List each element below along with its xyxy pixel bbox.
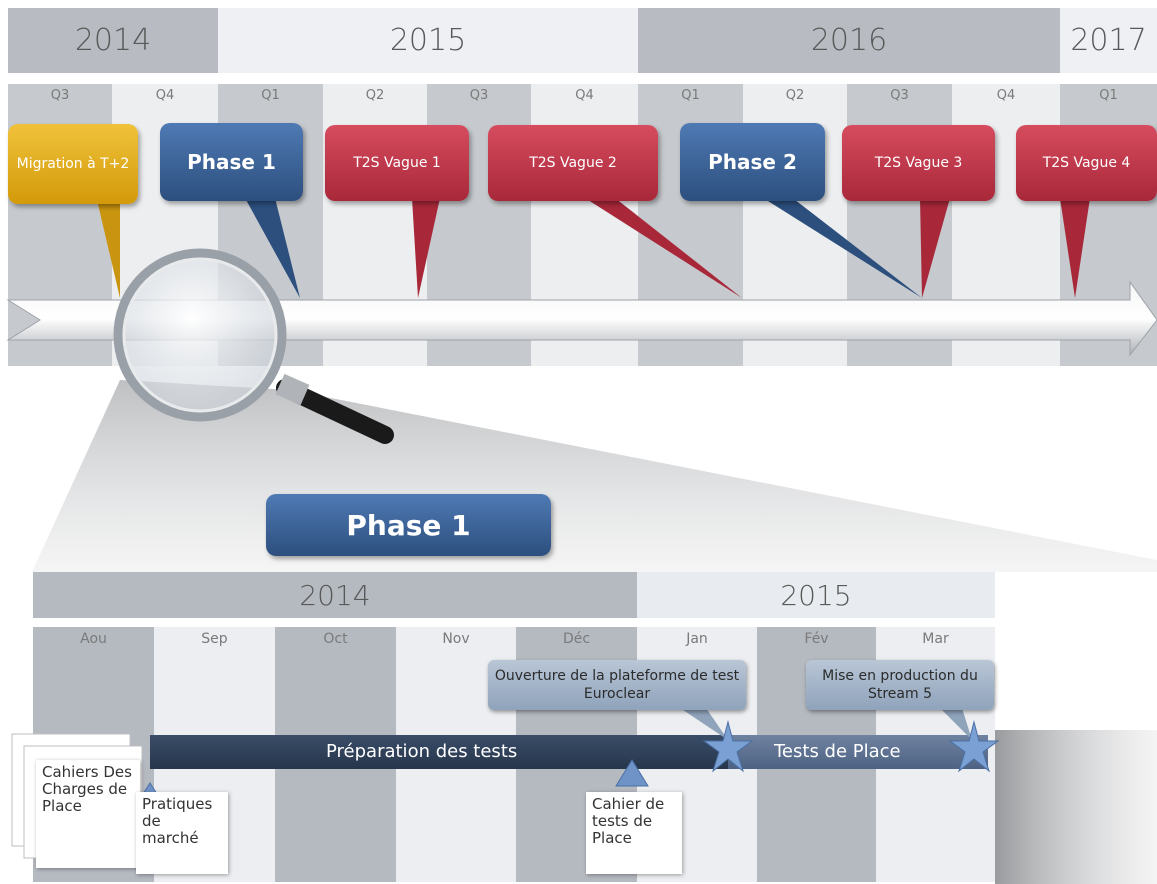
callout-label: T2S Vague 4 — [1042, 155, 1131, 171]
document-label: Pratiques de marché — [142, 795, 213, 847]
callout-label: T2S Vague 1 — [353, 155, 441, 171]
milestone-label: Mise en production du Stream 5 — [822, 668, 978, 702]
callout-tail-phase1 — [245, 198, 300, 298]
document-cahier-de-tests: Cahier de tests de Place — [586, 792, 682, 874]
milestone-triangle — [615, 759, 649, 787]
star-icon — [948, 720, 1000, 773]
callout-label: Migration à T+2 — [16, 155, 130, 172]
detail-title-label: Phase 1 — [346, 508, 471, 542]
milestone-bubble-euroclear: Ouverture de la plateforme de test Euroc… — [488, 660, 746, 710]
callout-label: Phase 1 — [187, 150, 276, 174]
callout-tail-vague4 — [1060, 198, 1090, 298]
callout-label: T2S Vague 3 — [874, 155, 963, 171]
month-label: Déc — [562, 631, 591, 647]
quarter-label: Q4 — [575, 88, 594, 103]
document-label: Cahiers Des Charges de Place — [42, 763, 132, 815]
star-icon — [702, 720, 754, 773]
milestone-bubble-stream5: Mise en production du Stream 5 — [806, 660, 994, 710]
quarter-label: Q2 — [785, 88, 805, 103]
year-band-2015: 2015 — [218, 8, 638, 73]
month-label: Fév — [804, 631, 829, 647]
quarter-label: Q4 — [996, 88, 1016, 103]
quarter-label: Q1 — [261, 88, 280, 103]
month-label: Mar — [922, 631, 949, 647]
callout-tail-vague2 — [585, 198, 742, 298]
bubble-tail — [940, 708, 972, 740]
year-band-2016: 2016 — [638, 8, 1060, 73]
callout-tail-vague3 — [920, 198, 950, 298]
magnifier-icon — [113, 248, 394, 444]
callout-tail-migration — [97, 200, 120, 298]
bar-tests-label: Tests de Place — [774, 741, 901, 762]
month-label: Nov — [442, 631, 470, 647]
month-label: Sep — [201, 631, 228, 647]
quarter-label: Q1 — [681, 88, 700, 103]
month-label: Jan — [686, 631, 708, 647]
callout-label: Phase 2 — [708, 150, 797, 174]
bar-preparation-label: Préparation des tests — [326, 741, 518, 762]
callout-migration: Migration à T+2 — [8, 124, 138, 204]
callout-vague1: T2S Vague 1 — [325, 125, 469, 201]
quarter-label: Q3 — [890, 88, 909, 103]
callout-tail-phase2 — [760, 196, 922, 298]
callout-phase1: Phase 1 — [160, 123, 303, 201]
timeline-arrow — [6, 280, 1157, 357]
milestone-label: Ouverture de la plateforme de test Euroc… — [494, 668, 740, 702]
detail-shadow-wedge — [995, 730, 1157, 884]
callout-vague4: T2S Vague 4 — [1016, 125, 1157, 201]
callout-vague2: T2S Vague 2 — [488, 125, 658, 201]
year-band-2017: 2017 — [1060, 8, 1157, 73]
quarter-label: Q1 — [1099, 88, 1118, 103]
quarter-label: Q2 — [365, 88, 385, 103]
bubble-tail — [680, 708, 728, 740]
quarter-label: Q3 — [50, 88, 70, 103]
detail-year-2015: 2015 — [637, 572, 995, 618]
quarter-label: Q3 — [469, 88, 489, 103]
month-label: Oct — [323, 631, 348, 647]
quarter-label: Q4 — [155, 88, 175, 103]
month-label: Aou — [80, 631, 107, 647]
document-pratiques: Pratiques de marché — [136, 792, 228, 874]
year-band-2014: 2014 — [8, 8, 218, 73]
callout-phase2: Phase 2 — [680, 123, 825, 201]
callout-tail-vague1 — [412, 198, 440, 298]
detail-year-2014: 2014 — [33, 572, 637, 618]
callout-vague3: T2S Vague 3 — [842, 125, 995, 201]
callout-label: T2S Vague 2 — [529, 155, 617, 171]
detail-title: Phase 1 — [266, 494, 551, 556]
document-label: Cahier de tests de Place — [592, 795, 665, 847]
document-cahiers-des-charges: Cahiers Des Charges de Place — [36, 760, 140, 868]
bar-tests — [728, 735, 988, 769]
